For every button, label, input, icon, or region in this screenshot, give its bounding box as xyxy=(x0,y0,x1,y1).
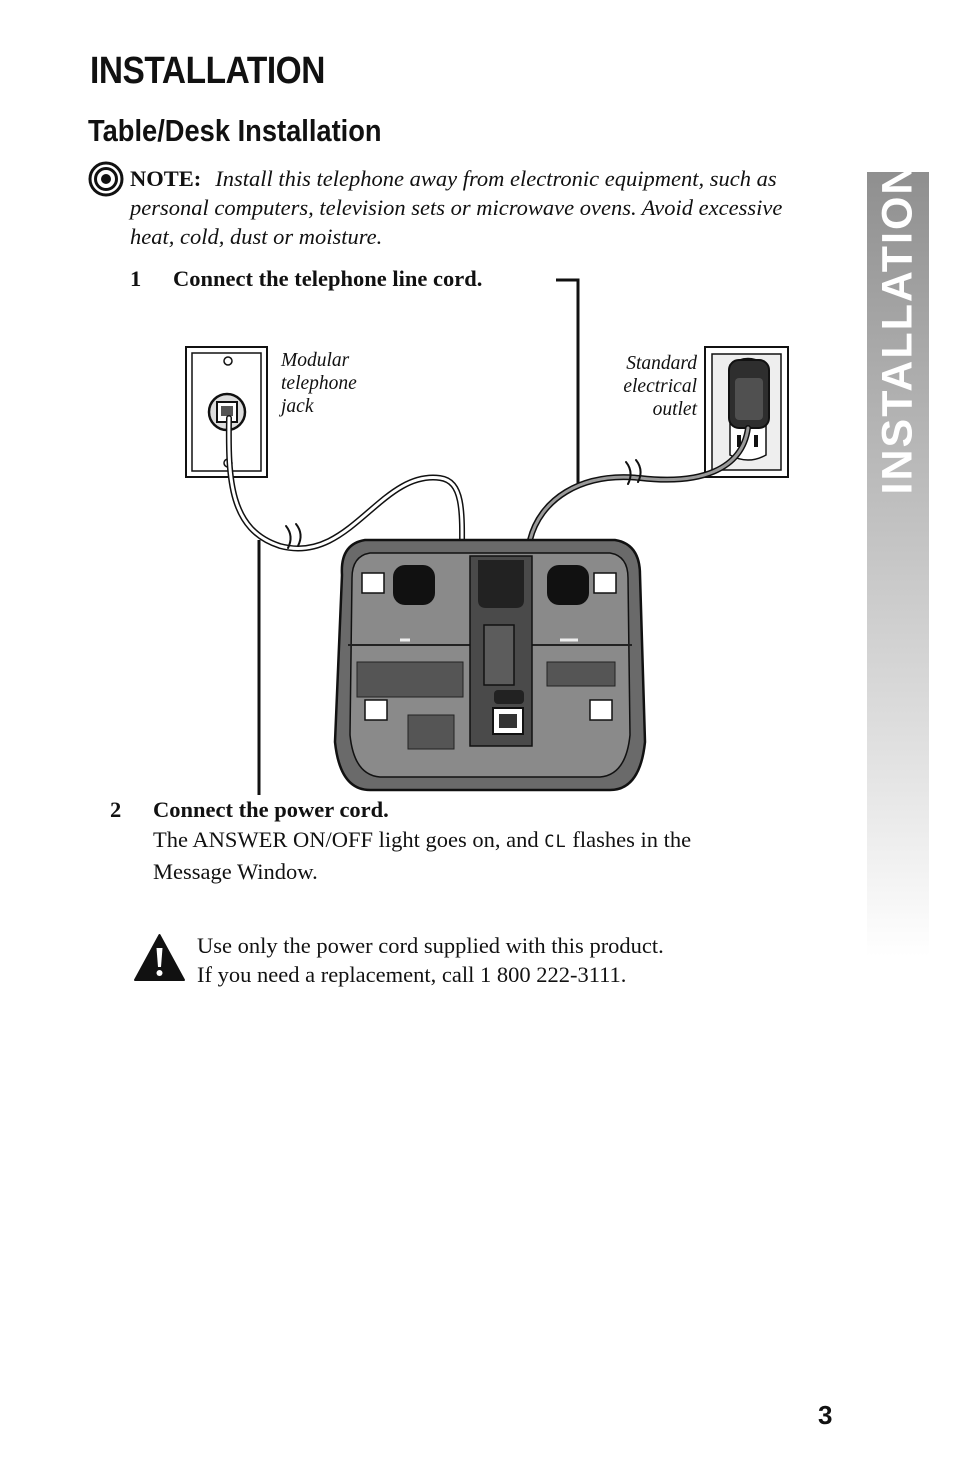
page-title: INSTALLATION xyxy=(90,50,325,92)
warning-text: Use only the power cord supplied with th… xyxy=(197,931,664,989)
side-tab-label: INSTALLATION xyxy=(873,161,922,495)
lcd-code: CL xyxy=(544,832,567,852)
jack-label-line: telephone xyxy=(281,373,357,394)
step-number: 1 xyxy=(130,266,142,291)
outlet-label: Standard electrical outlet xyxy=(560,352,697,421)
step-number: 2 xyxy=(110,797,122,822)
page-number: 3 xyxy=(818,1400,833,1430)
note-paragraph: NOTE:Install this telephone away from el… xyxy=(130,164,830,251)
section-side-tab xyxy=(867,172,929,957)
warning-line: If you need a replacement, call 1 800 22… xyxy=(197,962,627,987)
step-body: The ANSWER ON/OFF light goes on, and CL … xyxy=(110,825,770,887)
step-2: 2 Connect the power cord. The ANSWER ON/O… xyxy=(110,795,770,887)
electrical-outlet-illustration xyxy=(704,346,789,478)
outlet-label-line: Standard xyxy=(626,353,697,374)
warning-line: Use only the power cord supplied with th… xyxy=(197,933,664,958)
jack-label-line: jack xyxy=(281,396,314,417)
note-text: Install this telephone away from electro… xyxy=(130,166,783,249)
section-title: Table/Desk Installation xyxy=(88,113,382,148)
outlet-label-line: electrical xyxy=(623,376,697,397)
installation-diagram xyxy=(185,278,789,795)
step-1: 1 Connect the telephone line cord. xyxy=(130,266,482,292)
step-body-text: The ANSWER ON/OFF light goes on, and xyxy=(153,827,545,852)
target-note-icon xyxy=(88,161,124,197)
step-body-text: flashes in the Message Window. xyxy=(153,827,692,884)
jack-label-line: Modular xyxy=(281,350,350,371)
outlet-label-line: outlet xyxy=(652,399,697,420)
telephone-base-illustration xyxy=(333,538,647,792)
leader-lines xyxy=(257,278,580,795)
step-heading: Connect the telephone line cord. xyxy=(173,266,483,291)
step-heading: Connect the power cord. xyxy=(153,797,389,822)
note-label: NOTE: xyxy=(130,166,202,191)
warning-triangle-icon xyxy=(134,934,185,981)
jack-label: Modular telephone jack xyxy=(281,349,357,418)
